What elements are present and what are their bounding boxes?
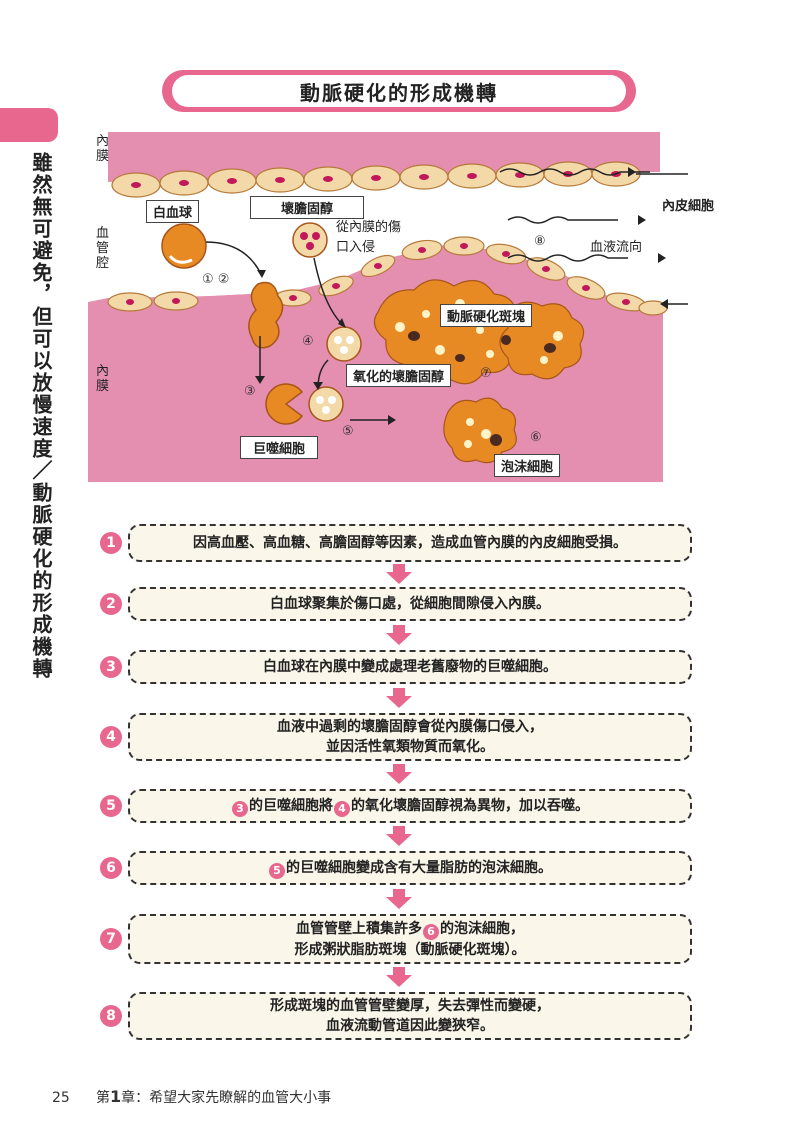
page-footer: 25 第1章：希望大家先瞭解的血管大小事	[52, 1087, 331, 1107]
page-title: 動脈硬化的形成機轉	[172, 75, 626, 107]
step-number: 7	[100, 928, 122, 950]
arrow-down-icon	[386, 826, 412, 846]
step-number: 8	[100, 1005, 122, 1027]
label-intima-bottom: 內膜	[96, 364, 110, 394]
marker-4: ④	[302, 334, 314, 349]
marker-3: ③	[244, 384, 256, 399]
step-number: 2	[100, 593, 122, 615]
step-number: 5	[100, 795, 122, 817]
arrow-down-icon	[386, 625, 412, 645]
marker-7: ⑦	[480, 366, 492, 381]
step-box: 形成斑塊的血管管壁變厚，失去彈性而變硬， 血液流動管道因此變狹窄。	[128, 992, 692, 1040]
label-ldl: 壞膽固醇	[250, 196, 365, 219]
step-4: 4 血液中過剩的壞膽固醇會從內膜傷口侵入， 並因活性氧類物質而氧化。	[100, 713, 692, 761]
step-ref-badge: 6	[423, 923, 439, 940]
step-text: 白血球聚集於傷口處，從細胞間隙侵入內膜。	[270, 596, 550, 612]
running-title: 雖然無可避免，但可以放慢速度／動脈硬化的形成機轉	[29, 152, 53, 680]
label-blood-flow: 血液流向	[590, 240, 643, 255]
step-box: 白血球在內膜中變成處理老舊廢物的巨噬細胞。	[128, 650, 692, 684]
arrow-down-icon	[386, 688, 412, 708]
step-number: 4	[100, 726, 122, 748]
step-box: 因高血壓、高血糖、高膽固醇等因素，造成血管內膜的內皮細胞受損。	[128, 524, 692, 562]
step-3: 3 白血球在內膜中變成處理老舊廢物的巨噬細胞。	[100, 650, 692, 684]
atherosclerosis-diagram: 內膜 血管腔 內膜 白血球 壞膽固醇 從內膜的傷口入侵 內皮細胞 血液流向 動脈…	[88, 122, 714, 500]
step-text: 因高血壓、高血糖、高膽固醇等因素，造成血管內膜的內皮細胞受損。	[193, 535, 627, 551]
arrow-down-icon	[386, 764, 412, 784]
step-number: 3	[100, 656, 122, 678]
step-ref-badge: 5	[269, 862, 285, 879]
marker-8: ⑧	[534, 234, 546, 249]
step-1: 1 因高血壓、高血糖、高膽固醇等因素，造成血管內膜的內皮細胞受損。	[100, 524, 692, 562]
step-text-part: 的巨噬細胞將	[249, 797, 333, 814]
label-foam-cell: 泡沫細胞	[494, 454, 561, 477]
step-text-part: 血管管壁上積集許多	[296, 920, 422, 937]
step-number: 6	[100, 857, 122, 879]
marker-1-2: ① ②	[202, 272, 230, 287]
step-text-line1: 形成斑塊的血管管壁變厚，失去彈性而變硬，	[270, 998, 550, 1014]
step-box: 血液中過剩的壞膽固醇會從內膜傷口侵入， 並因活性氧類物質而氧化。	[128, 713, 692, 761]
page-number: 25	[52, 1090, 70, 1106]
arrow-down-icon	[386, 967, 412, 987]
step-text-line2: 並因活性氧類物質而氧化。	[326, 739, 494, 755]
step-2: 2 白血球聚集於傷口處，從細胞間隙侵入內膜。	[100, 587, 692, 621]
step-text: 白血球在內膜中變成處理老舊廢物的巨噬細胞。	[263, 659, 557, 675]
step-8: 8 形成斑塊的血管管壁變厚，失去彈性而變硬， 血液流動管道因此變狹窄。	[100, 992, 692, 1040]
step-box: 白血球聚集於傷口處，從細胞間隙侵入內膜。	[128, 587, 692, 621]
step-ref-badge: 3	[232, 800, 248, 817]
step-text-line1: 血液中過剩的壞膽固醇會從內膜傷口侵入，	[277, 719, 543, 735]
diagram-illustration	[88, 132, 688, 482]
label-oxidized-ldl: 氧化的壞膽固醇	[346, 364, 452, 387]
step-text-line2: 形成粥狀脂肪斑塊（動脈硬化斑塊）。	[294, 941, 526, 958]
chapter-number: 1	[110, 1087, 122, 1106]
marker-5: ⑤	[342, 424, 354, 439]
step-text-part: 的氧化壞膽固醇視為異物，加以吞噬。	[351, 797, 589, 814]
label-intima-top: 內膜	[96, 134, 110, 164]
arrow-down-icon	[386, 889, 412, 909]
label-plaque: 動脈硬化斑塊	[440, 304, 533, 327]
chapter-prefix: 第	[96, 1090, 110, 1106]
step-text-part: 的泡沫細胞，	[440, 920, 524, 937]
step-number: 1	[100, 532, 122, 554]
label-macrophage: 巨噬細胞	[240, 436, 319, 459]
step-text-part: 的巨噬細胞變成含有大量脂肪的泡沫細胞。	[286, 859, 552, 876]
chapter-title: 章：希望大家先瞭解的血管大小事	[121, 1090, 332, 1106]
arrow-down-icon	[386, 564, 412, 584]
label-white-blood-cell: 白血球	[146, 200, 200, 223]
chapter-side-tab	[0, 108, 58, 142]
marker-6: ⑥	[530, 430, 542, 445]
label-endothelial: 內皮細胞	[662, 199, 715, 214]
step-ref-badge: 4	[334, 800, 350, 817]
label-ldl-invade: 從內膜的傷口入侵	[336, 220, 402, 255]
title-banner: 動脈硬化的形成機轉	[162, 70, 636, 112]
step-text-line2: 血液流動管道因此變狹窄。	[326, 1018, 494, 1034]
label-lumen: 血管腔	[96, 226, 110, 271]
